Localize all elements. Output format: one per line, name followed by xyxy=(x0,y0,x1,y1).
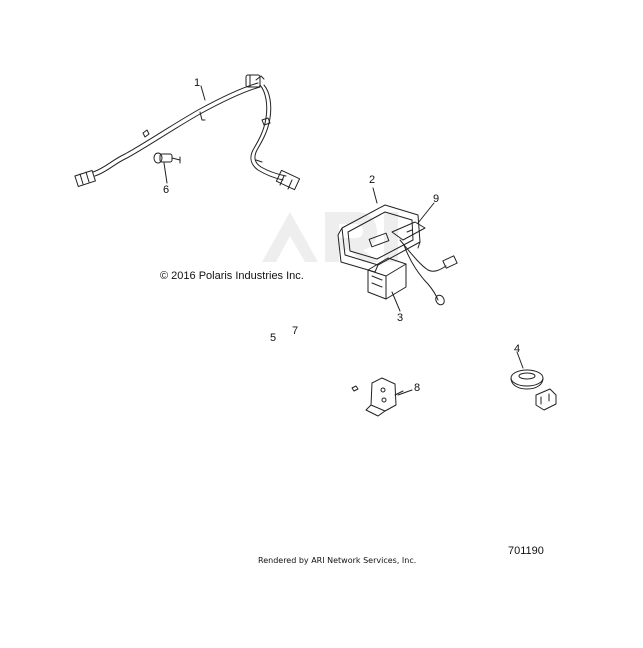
leader-lines xyxy=(163,85,524,396)
display-harness xyxy=(391,221,458,306)
callout-9: 9 xyxy=(433,193,440,205)
display-gauge xyxy=(337,204,421,273)
callout-4: 4 xyxy=(514,343,521,355)
callout-2: 2 xyxy=(369,174,376,186)
callout-3: 3 xyxy=(397,312,404,324)
callout-6: 6 xyxy=(163,184,170,196)
wiring-harness xyxy=(74,74,301,191)
ari-logo-watermark xyxy=(262,212,398,262)
mounting-bracket xyxy=(351,377,404,417)
control-module xyxy=(367,257,407,300)
copyright-notice: © 2016 Polaris Industries Inc. xyxy=(160,270,304,282)
footer-credit: Rendered by ARI Network Services, Inc. xyxy=(258,556,417,565)
callout-7: 7 xyxy=(292,325,299,337)
callout-8: 8 xyxy=(414,382,421,394)
sensor-part xyxy=(153,152,181,164)
callout-5: 5 xyxy=(270,332,277,344)
diagram-number: 701190 xyxy=(508,545,544,557)
cover-cap xyxy=(510,369,557,411)
callout-1: 1 xyxy=(194,77,201,89)
